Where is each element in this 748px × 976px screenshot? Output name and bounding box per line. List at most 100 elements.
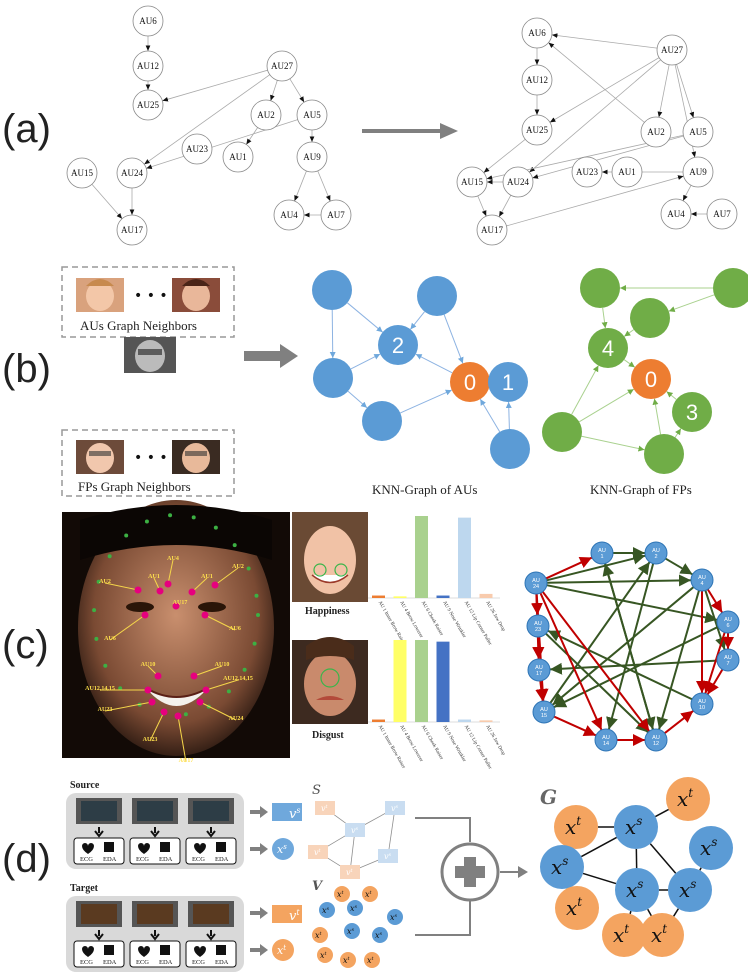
au-relation-edge-positive (546, 584, 718, 624)
fps-neighbors-caption: FPs Graph Neighbors (78, 479, 191, 494)
landmark-point (107, 554, 112, 559)
landmark-label: AU10 (141, 662, 156, 668)
knn-node (630, 298, 670, 338)
au-node-label: AU23 (186, 144, 208, 154)
landmark-label: AU12,14,15 (223, 676, 253, 682)
v-node (347, 900, 363, 916)
clip-frame (193, 801, 229, 821)
au-relation-node (526, 614, 550, 638)
knn-edge (623, 323, 641, 337)
au-node (521, 17, 553, 49)
aus-neighbors-box (61, 266, 235, 338)
landmark-marker (174, 712, 182, 720)
au-bar (479, 720, 493, 722)
au-edge (317, 170, 331, 202)
bar-category-label: AU 4 Brow Lowerer (398, 601, 423, 640)
transition-arrowhead-a (440, 123, 458, 139)
heart-icon (82, 946, 94, 957)
eda-label: EDA (159, 959, 173, 966)
knn-edge (400, 389, 452, 414)
knn-edge (623, 359, 636, 368)
knn-node (631, 359, 671, 399)
ecg-label: ECG (192, 856, 205, 863)
knn-node (417, 276, 457, 316)
au-node (250, 99, 282, 131)
au-relation-edge-positive (656, 590, 700, 730)
fps-dots: • • • (134, 450, 168, 466)
au-relation-edge-negative (553, 715, 597, 737)
g-graph-label: G (540, 785, 557, 809)
aus-neighbors-caption: AUs Graph Neighbors (80, 318, 197, 333)
knn-node (362, 401, 402, 441)
au-node-label: AU5 (303, 110, 321, 120)
s-node-label: vt (321, 804, 329, 813)
au-relation-node (590, 541, 614, 565)
ecg-label: ECG (136, 856, 149, 863)
landmark-point (96, 579, 101, 584)
knn-node-number: 2 (392, 333, 404, 358)
landmark-marker (202, 686, 210, 694)
landmark-leader (149, 711, 165, 742)
target-physio-feature: xt (250, 939, 294, 961)
landmark-label: AU1 (201, 574, 213, 580)
s-node (308, 845, 328, 859)
landmark-label: AU12,14,15 (85, 686, 115, 692)
v-node (319, 902, 335, 918)
v-node-label: xt (320, 951, 328, 960)
g-node (689, 826, 733, 870)
au-relation-edge-negative (706, 588, 724, 614)
au-node-label: AU2 (647, 127, 665, 137)
au-bar (393, 596, 407, 598)
au-relation-node (594, 728, 618, 752)
au-edge (549, 57, 660, 123)
au-node (273, 199, 305, 231)
ecg-label: ECG (80, 856, 93, 863)
g-node-label: xt (613, 922, 629, 947)
svg-text:xs: xs (277, 843, 287, 856)
au-node-label: AU9 (303, 152, 321, 162)
landmark-label: AU17 (179, 758, 194, 764)
au-node-label: AU25 (526, 125, 548, 135)
g-node-label: xs (700, 835, 717, 860)
au-relation-node (644, 728, 668, 752)
g-edge (655, 808, 669, 818)
transition-arrowhead-b (280, 344, 298, 368)
au-node (66, 157, 98, 189)
knn-node (672, 392, 712, 432)
au-bar (436, 595, 450, 598)
au-node (706, 198, 738, 230)
au-node-label: AU15 (71, 168, 93, 178)
clip-frame (81, 801, 117, 821)
au-node-label: AU1 (229, 152, 247, 162)
g-edge (580, 836, 618, 858)
expression-happiness: Happiness (305, 606, 350, 617)
v-node-label: xt (365, 890, 373, 899)
au-node (296, 99, 328, 131)
v-node (362, 886, 378, 902)
fps-face-2 (172, 440, 220, 474)
landmark-label: AU17 (173, 600, 188, 606)
au-node (571, 156, 603, 188)
expression-disgust: Disgust (312, 730, 344, 741)
combine-operator (415, 817, 528, 936)
g-edge (672, 908, 680, 917)
au-node-label: AU23 (576, 167, 598, 177)
au-relation-edge-positive (546, 552, 646, 582)
g-node (540, 845, 584, 889)
au-relation-edge-negative (541, 591, 651, 732)
heart-icon (138, 843, 150, 854)
fps-face-1 (76, 440, 124, 474)
panel-b-label: (b) (2, 347, 51, 391)
au-bar (415, 516, 428, 598)
knn-node (450, 362, 490, 402)
landmark-marker (188, 588, 196, 596)
clip-frame (81, 904, 117, 924)
au-edge (91, 184, 123, 219)
